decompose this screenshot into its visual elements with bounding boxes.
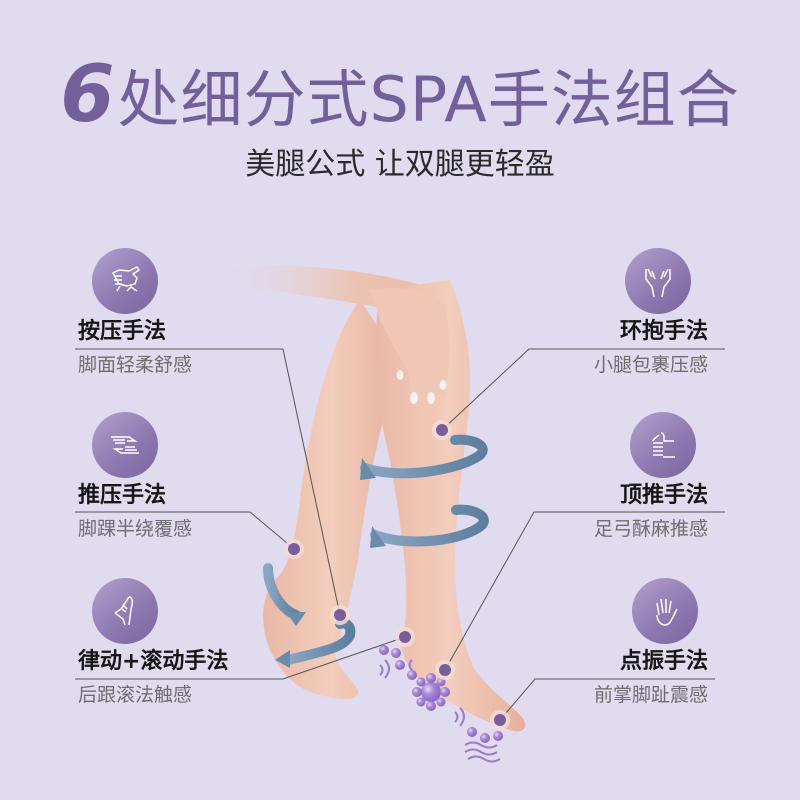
leader-lines bbox=[75, 348, 725, 721]
nails bbox=[396, 370, 447, 404]
feature-title-rhythm-roll: 律动+滚动手法 bbox=[78, 649, 229, 674]
title-number: 6 bbox=[60, 50, 116, 140]
hands-push-icon bbox=[92, 412, 158, 478]
thumb-push-icon bbox=[630, 412, 696, 478]
feature-desc-rhythm-roll: 后跟滚法触感 bbox=[78, 684, 193, 706]
page-title: 6处细分式SPA手法组合 bbox=[0, 55, 800, 140]
feature-desc-vibrate: 前掌脚趾震感 bbox=[593, 684, 708, 706]
hand bbox=[370, 287, 449, 407]
feature-desc-thumb-push: 足弓酥麻推感 bbox=[593, 518, 708, 540]
feature-title-vibrate: 点振手法 bbox=[619, 649, 708, 674]
arrow-heads bbox=[275, 458, 386, 668]
feature-title-push-press: 推压手法 bbox=[78, 483, 167, 508]
page-subtitle: 美腿公式 让双腿更轻盈 bbox=[245, 147, 555, 182]
marker-dots bbox=[284, 420, 510, 730]
feature-desc-embrace: 小腿包裹压感 bbox=[593, 354, 708, 376]
title-text: 处细分式SPA手法组合 bbox=[117, 63, 740, 136]
finger-roll-icon bbox=[92, 578, 158, 644]
feature-title-press: 按压手法 bbox=[78, 319, 167, 344]
vibration-effects bbox=[379, 645, 503, 743]
feature-title-embrace: 环抱手法 bbox=[619, 319, 708, 344]
open-palm-icon bbox=[632, 578, 698, 644]
fist-press-icon bbox=[92, 248, 158, 314]
feature-title-thumb-push: 顶推手法 bbox=[619, 483, 708, 508]
feature-desc-press: 脚面轻柔舒感 bbox=[78, 354, 193, 376]
vibration-waves bbox=[379, 659, 501, 763]
feature-desc-push-press: 脚踝半绕覆感 bbox=[78, 518, 193, 540]
hands-embrace-icon bbox=[625, 248, 691, 314]
left-leg bbox=[263, 300, 400, 699]
